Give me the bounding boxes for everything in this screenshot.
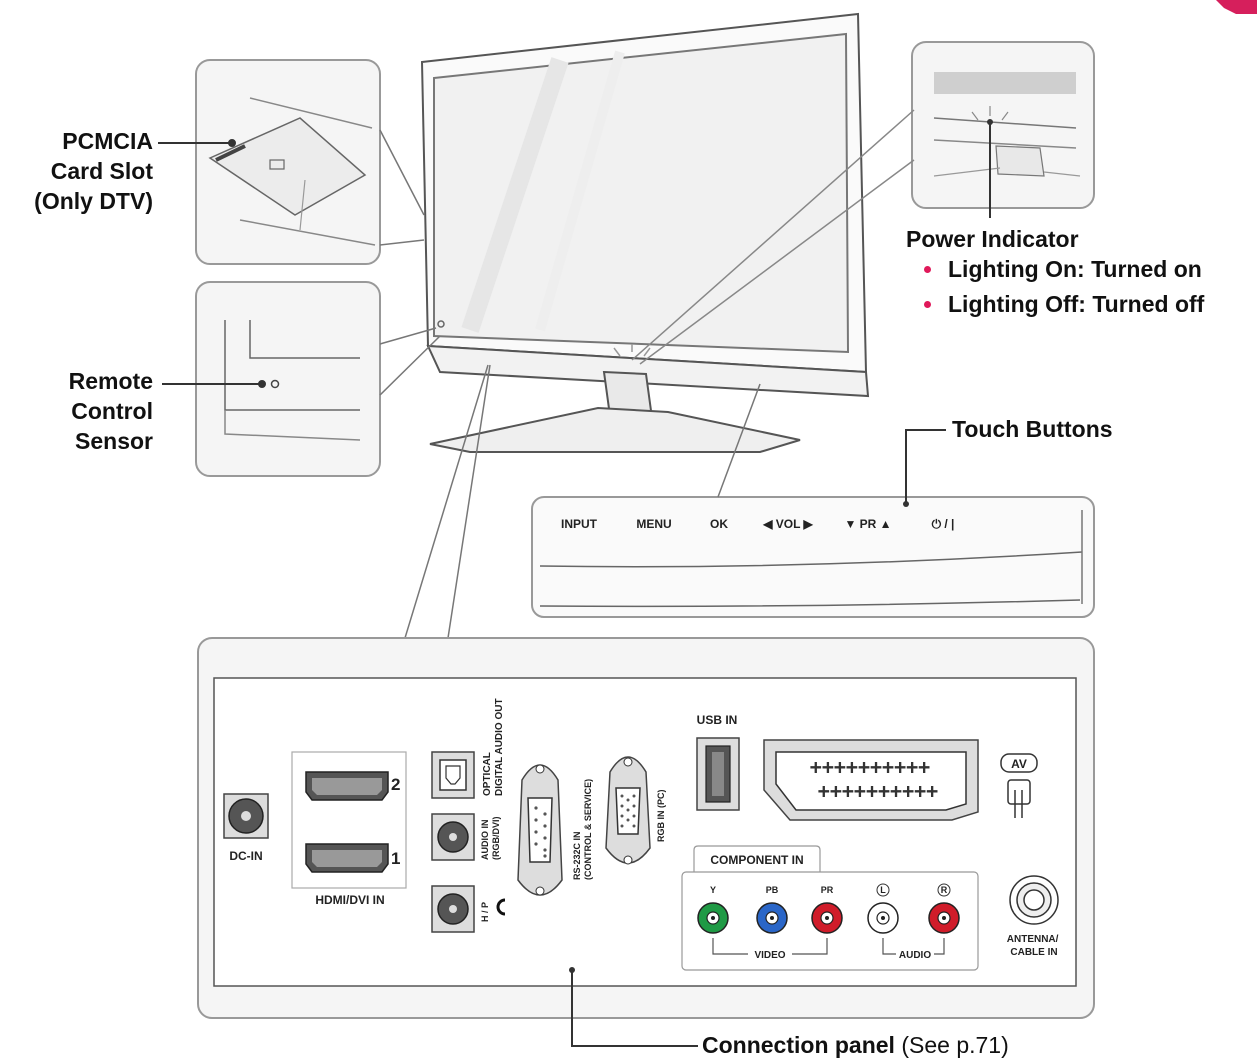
jack-r-pin <box>942 916 946 920</box>
component-jacks <box>697 902 960 934</box>
jack-y-pin <box>711 916 715 920</box>
button-input[interactable]: INPUT <box>561 517 598 531</box>
component-jack-labels: Y PB PR L R <box>710 885 948 895</box>
antenna-port[interactable] <box>1009 875 1059 925</box>
touch-button-labels: INPUT MENU OK ◀ VOL ▶ ▼ PR ▲ ⏻ / | <box>561 517 954 531</box>
component-title: COMPONENT IN <box>710 853 803 867</box>
bullet-icon <box>924 266 931 273</box>
jack-l-label: L <box>880 885 886 895</box>
headphone-label: H / P <box>480 902 490 922</box>
pcmcia-callout: PCMCIA Card Slot (Only DTV) <box>34 126 153 216</box>
component-tab <box>693 845 821 872</box>
remote-line-3: Sensor <box>75 428 153 454</box>
usb-in-label: USB IN <box>697 713 738 727</box>
bullet-icon <box>924 301 931 308</box>
touch-buttons-title: Touch Buttons <box>952 416 1113 442</box>
connection-panel-note: (See p.71) <box>894 1032 1009 1058</box>
headphone-port[interactable] <box>431 885 475 933</box>
remote-sensor-callout: Remote Control Sensor <box>69 366 153 456</box>
rs232c-port[interactable] <box>517 764 563 896</box>
audio-label: AUDIO <box>899 950 931 961</box>
button-volume[interactable]: ◀ VOL ▶ <box>762 517 813 531</box>
power-indicator-title: Power Indicator <box>906 226 1079 252</box>
corner-logo-icon <box>1216 0 1257 14</box>
headphone-icon <box>496 898 506 916</box>
audio-in-label-1: AUDIO IN <box>480 820 490 861</box>
optical-label-1: OPTICAL <box>482 752 493 796</box>
connection-panel-title: Connection panel <box>702 1032 895 1058</box>
rs232c-label-2: (CONTROL & SERVICE) <box>583 779 593 880</box>
jack-pr-label: PR <box>821 885 834 895</box>
optical-label-2: DIGITAL AUDIO OUT <box>494 698 505 796</box>
power-item-on: Lighting On: Turned on <box>922 252 1204 287</box>
remote-line-1: Remote <box>68 368 153 394</box>
jack-r-ring-icon <box>937 883 951 897</box>
antenna-label-2: CABLE IN <box>1010 947 1057 958</box>
antenna-label-1: ANTENNA/ <box>1007 934 1059 945</box>
optical-label: OPTICAL DIGITAL AUDIO OUT <box>482 698 505 796</box>
pcmcia-inset <box>195 59 425 265</box>
power-item-off: Lighting Off: Turned off <box>922 287 1204 322</box>
scart-pins-bottom: ++++++++++ <box>818 779 938 803</box>
jack-pb-label: PB <box>766 885 779 895</box>
remote-line-2: Control <box>71 398 153 424</box>
power-indicator-list: Lighting On: Turned on Lighting Off: Tur… <box>922 252 1204 322</box>
rgb-in-label: RGB IN (PC) <box>656 790 666 843</box>
button-ok[interactable]: OK <box>710 517 728 531</box>
hdmi-title: HDMI/DVI IN <box>315 893 384 907</box>
jack-r-label: R <box>941 885 948 895</box>
rgb-in-port[interactable] <box>605 756 651 865</box>
button-power[interactable]: ⏻ / | <box>932 517 955 531</box>
connection-panel-callout: Connection panel (See p.71) <box>702 1030 1009 1060</box>
usb-in-port[interactable] <box>696 737 740 811</box>
pcmcia-line-1: PCMCIA <box>62 128 153 154</box>
power-item-off-text: Lighting Off: Turned off <box>948 291 1205 317</box>
component-brackets <box>712 938 945 955</box>
pcmcia-line-3: (Only DTV) <box>34 188 153 214</box>
jack-y-label: Y <box>710 885 716 895</box>
scart-port[interactable]: ++++++++++ ++++++++++ <box>763 739 979 821</box>
pcmcia-line-2: Card Slot <box>50 158 153 184</box>
tv-monitor <box>420 12 870 453</box>
antenna-label: ANTENNA/ CABLE IN <box>1007 934 1061 958</box>
jack-l-pin <box>881 916 885 920</box>
jack-l-ring-icon <box>876 883 890 897</box>
video-label: VIDEO <box>754 950 785 961</box>
av-badge <box>1000 753 1038 773</box>
button-menu[interactable]: MENU <box>636 517 671 531</box>
button-program[interactable]: ▼ PR ▲ <box>844 517 891 531</box>
remote-inset <box>195 281 441 477</box>
audio-in-port[interactable] <box>431 813 475 861</box>
left-pointers <box>158 139 266 388</box>
audio-in-label: AUDIO IN (RGB/DVI) <box>480 817 501 861</box>
dc-in-label: DC-IN <box>229 849 262 863</box>
dc-in-port[interactable] <box>223 793 269 839</box>
scart-pins-top: ++++++++++ <box>810 755 930 779</box>
jack-pr-pin <box>825 916 829 920</box>
hdmi-1-label: 1 <box>391 849 400 868</box>
power-item-on-text: Lighting On: Turned on <box>948 256 1202 282</box>
av-io-icon <box>1007 779 1031 818</box>
audio-in-label-2: (RGB/DVI) <box>491 817 501 861</box>
optical-port[interactable] <box>431 751 475 799</box>
touch-buttons-inset <box>531 383 1095 618</box>
connection-panel: DC-IN 2 1 HDMI/DVI IN OPTICAL DIGITAL AU… <box>197 364 1095 1047</box>
power-inset <box>631 41 1095 365</box>
hdmi-ports[interactable] <box>291 751 407 889</box>
hdmi-2-label: 2 <box>391 775 400 794</box>
rs232c-label: RS-232C IN (CONTROL & SERVICE) <box>572 779 593 880</box>
rs232c-label-1: RS-232C IN <box>572 831 582 880</box>
av-label: AV <box>1011 757 1027 771</box>
jack-pb-pin <box>770 916 774 920</box>
